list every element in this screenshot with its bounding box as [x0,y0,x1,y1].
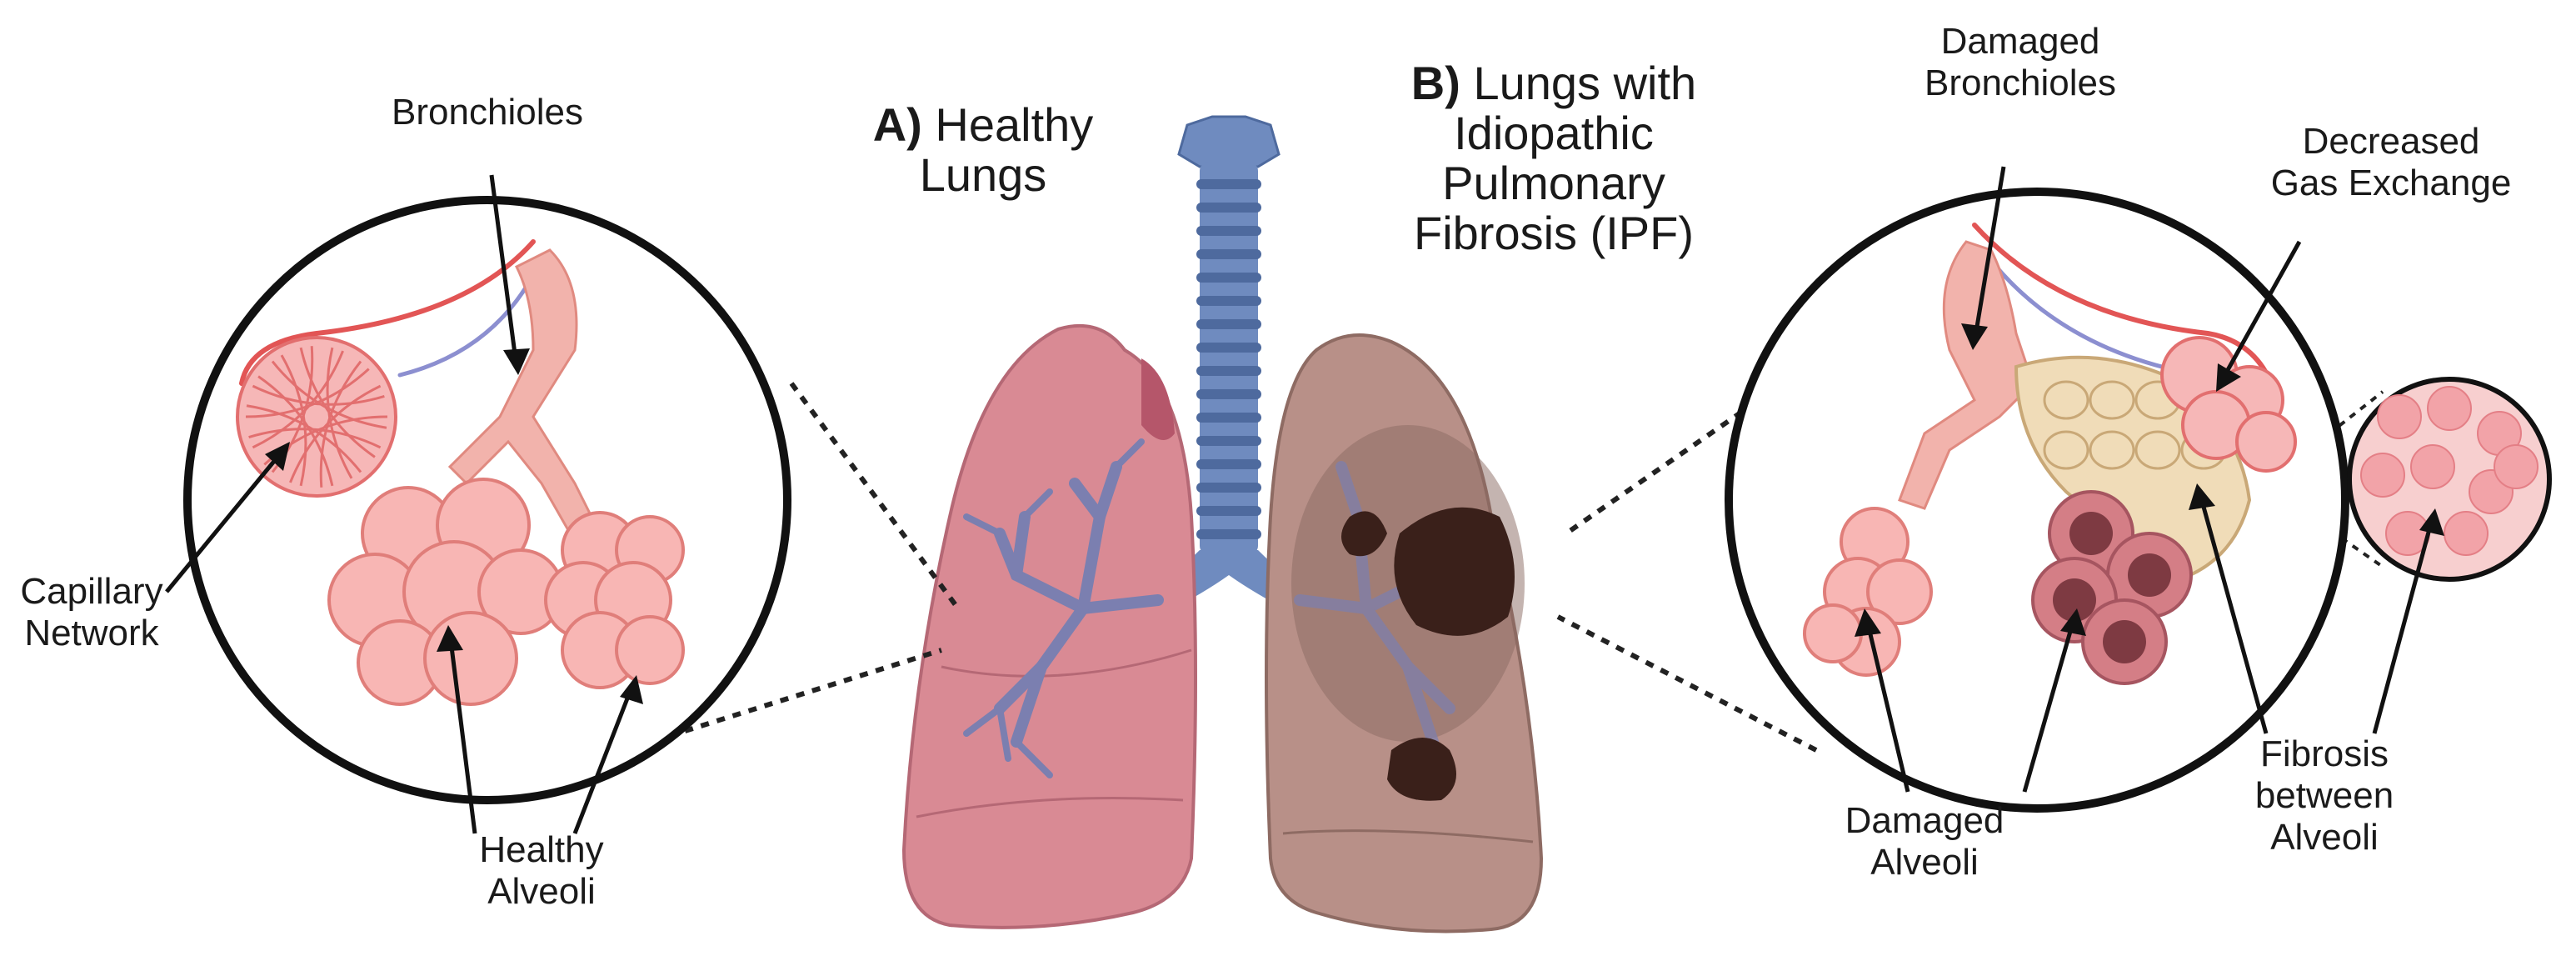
title-healthy-line2: Lungs [919,148,1047,201]
trachea-ring [1196,389,1261,399]
label-capillary-line1: Capillary [20,571,163,612]
fibrosis-cell [2043,380,2089,420]
inset-cell [2444,511,2489,556]
title-ipf: B) Lungs with Idiopathic Pulmonary Fibro… [1375,58,1733,258]
trachea-ring [1196,273,1261,283]
inset-cell [2494,444,2539,489]
ipf-detail-view [1556,166,2552,813]
title-ipf-line1: Lungs with [1473,57,1697,109]
capillary-vessel [248,428,382,449]
fibrosis-cell [2134,430,2181,470]
title-ipf-line3: Pulmonary [1442,157,1665,209]
ipf-lung [1265,333,1544,933]
label-damaged-bronchioles: Damaged Bronchioles [1883,21,2158,104]
trachea-ring [1196,179,1261,189]
label-decreased-gas-line2: Gas Exchange [2270,163,2512,203]
label-capillary-network: Capillary Network [8,571,175,654]
capillary-vessel [289,384,382,483]
capillary-vessel [257,375,334,487]
title-ipf-letter: B) [1410,57,1460,109]
lesion-large [1394,507,1515,636]
label-fibrosis-line3: Alveoli [2270,817,2379,858]
decreased-gas-exchange-cluster [2160,336,2297,473]
inset-cell [2427,386,2472,431]
trachea-ring [1196,436,1261,446]
label-damaged-bronchioles-line1: Damaged [1940,21,2100,62]
lesion-small [1341,511,1387,557]
damaged-alveoli-bunch-1 [2031,490,2193,685]
fibrosis-cell [2089,430,2135,470]
capillary-vessel [252,350,344,449]
label-capillary-line2: Network [24,613,159,653]
capillary-vessel [252,384,385,406]
trachea-ring [1196,413,1261,423]
trachea-ring [1196,226,1261,236]
capillary-vessel [245,368,370,418]
label-damaged-alveoli-line2: Alveoli [1870,842,1979,883]
label-damaged-alveoli-line1: Damaged [1845,800,2004,841]
label-fibrosis-between-alveoli: Fibrosis between Alveoli [2199,733,2449,858]
trachea-ring [1196,343,1261,353]
healthy-alveoli-bunch-2 [544,511,685,689]
label-healthy-alveoli: Healthy Alveoli [433,829,650,913]
trachea-ring [1196,203,1261,213]
healthy-detail-view [165,174,961,834]
capillary-vessel [319,360,362,488]
title-ipf-line2: Idiopathic [1454,107,1654,159]
trachea-ring [1196,319,1261,329]
trachea-ring [1196,483,1261,493]
fibrosis-inset [2347,377,2552,582]
title-ipf-line4: Fibrosis (IPF) [1414,207,1694,259]
title-healthy-line1: Healthy [935,98,1094,151]
label-bronchioles: Bronchioles [350,92,625,133]
label-healthy-alveoli-line2: Alveoli [487,871,596,912]
damaged-alveoli-bunch-2 [1803,507,1933,677]
capillary-vessel [271,360,387,429]
label-healthy-alveoli-line1: Healthy [479,829,604,870]
fibrosis-cell [2089,380,2135,420]
capillary-vessel [299,347,376,458]
trachea-ring [1196,529,1261,539]
label-damaged-alveoli: Damaged Alveoli [1800,800,2049,883]
inset-cell [2360,453,2405,498]
title-healthy-letter: A) [872,98,922,151]
label-decreased-gas-exchange: Decreased Gas Exchange [2233,121,2549,204]
label-fibrosis-line1: Fibrosis [2259,733,2389,774]
capillary-vessel [246,404,362,473]
label-damaged-bronchioles-line2: Bronchioles [1925,63,2116,103]
capillary-network [236,336,397,498]
inset-cell [2377,394,2422,439]
label-bronchioles-text: Bronchioles [392,92,583,133]
trachea-ring [1196,249,1261,259]
trachea-ring [1196,366,1261,376]
fibrosis-cell [2043,430,2089,470]
capillary-vessel [280,354,307,487]
trachea-ring [1196,506,1261,516]
healthy-lung [901,323,1197,929]
inset-cell [2410,444,2455,489]
trachea-ring [1196,296,1261,306]
lesion-lower [1387,738,1456,801]
label-fibrosis-line2: between [2254,775,2394,816]
label-decreased-gas-line1: Decreased [2302,121,2480,162]
trachea-ring [1196,459,1261,469]
capillary-vessel [326,347,353,479]
title-healthy: A) Healthy Lungs [858,100,1108,200]
